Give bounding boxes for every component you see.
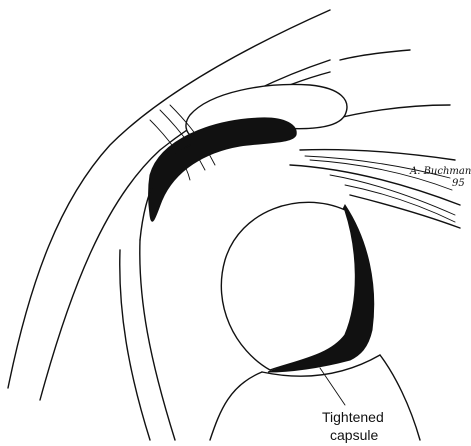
humeral-head <box>221 202 355 370</box>
skin-contours <box>8 10 450 400</box>
svg-text:A. Buchman: A. Buchman <box>409 166 471 177</box>
capsule-label-line2: capsule <box>330 427 378 443</box>
capsule-label-line1: Tightened <box>322 409 384 425</box>
svg-text:95: 95 <box>452 178 465 189</box>
subacromial-bursa <box>149 118 297 221</box>
